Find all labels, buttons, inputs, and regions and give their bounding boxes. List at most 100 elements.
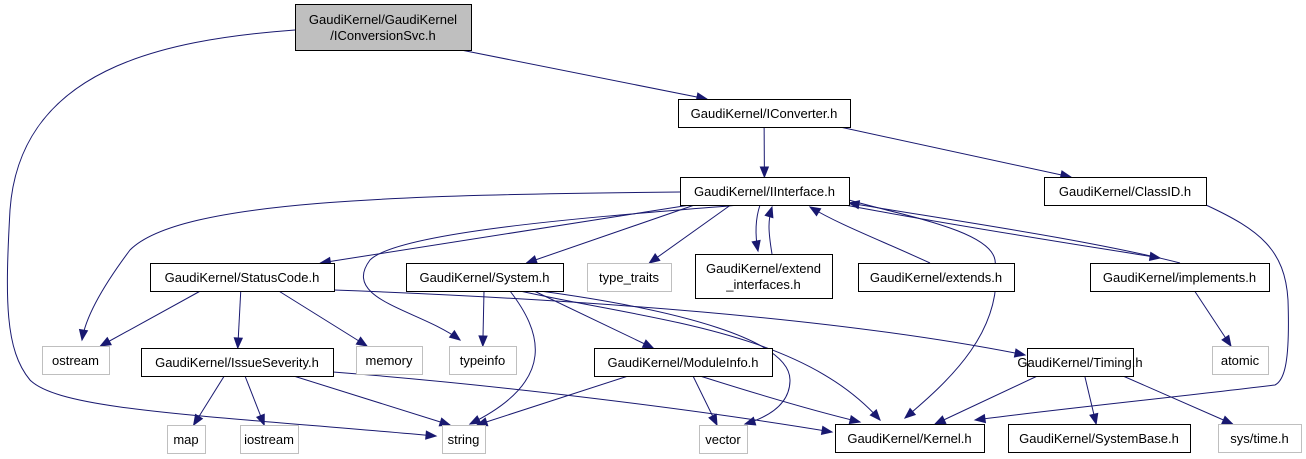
edge-iconversionsvc-to-iconverter bbox=[460, 49, 707, 100]
node-box bbox=[150, 263, 335, 292]
node-box bbox=[42, 346, 110, 375]
node-string: string bbox=[442, 425, 486, 454]
node-label: string bbox=[448, 432, 480, 447]
node-label: GaudiKernel/SystemBase.h bbox=[1019, 431, 1179, 446]
edge-statuscode-to-ostream-arrowhead bbox=[99, 336, 112, 347]
node-box bbox=[678, 99, 851, 128]
node-atomic: atomic bbox=[1212, 346, 1269, 375]
edge-timing-to-systembase-arrowhead bbox=[1089, 412, 1099, 426]
node-label: GaudiKernel/Timing.h bbox=[1017, 355, 1142, 370]
node-box bbox=[141, 348, 334, 377]
node-system[interactable]: GaudiKernel/System.h bbox=[406, 263, 564, 292]
edge-issueseverity-to-map-arrowhead bbox=[192, 413, 204, 427]
node-box bbox=[442, 425, 486, 454]
edge-implements-to-atomic bbox=[1194, 290, 1232, 347]
node-box bbox=[1027, 348, 1134, 377]
edge-implements-to-atomic-arrowhead bbox=[1221, 334, 1232, 348]
node-label: GaudiKernel/ModuleInfo.h bbox=[607, 355, 758, 370]
edge-iinterface-to-type_traits-arrowhead bbox=[648, 253, 661, 264]
edge-iconversionsvc-to-string bbox=[6, 29, 437, 437]
node-iinterface[interactable]: GaudiKernel/IInterface.h bbox=[680, 177, 850, 206]
node-iconverter[interactable]: GaudiKernel/IConverter.h bbox=[678, 99, 851, 128]
edge-extends-to-iinterface bbox=[809, 206, 931, 264]
node-timing[interactable]: GaudiKernel/Timing.h bbox=[1017, 348, 1143, 377]
edge-iinterface-to-ostream-arrowhead bbox=[78, 328, 89, 342]
node-iconversionsvc[interactable]: GaudiKernel/GaudiKernel/IConversionSvc.h bbox=[295, 4, 472, 51]
node-box bbox=[594, 348, 773, 377]
node-box bbox=[1008, 424, 1191, 453]
edge-issueseverity-to-iostream-arrowhead bbox=[255, 413, 265, 427]
node-label: memory bbox=[366, 353, 413, 368]
edge-iinterface-to-implements bbox=[844, 204, 1161, 259]
node-label: GaudiKernel/implements.h bbox=[1103, 270, 1256, 285]
edge-statuscode-to-memory bbox=[278, 290, 368, 347]
node-extends[interactable]: GaudiKernel/extends.h bbox=[858, 263, 1015, 292]
edge-iinterface-to-extend_interfaces-arrowhead bbox=[751, 239, 761, 253]
node-label: ostream bbox=[52, 353, 99, 368]
node-label: GaudiKernel/GaudiKernel bbox=[309, 12, 457, 27]
edge-moduleinfo-to-kernel bbox=[699, 375, 861, 423]
node-label: iostream bbox=[244, 432, 294, 447]
edge-timing-to-systime-arrowhead bbox=[1221, 415, 1234, 425]
node-kernel[interactable]: GaudiKernel/Kernel.h bbox=[835, 424, 985, 453]
node-memory: memory bbox=[356, 346, 423, 375]
node-label: GaudiKernel/IssueSeverity.h bbox=[155, 355, 319, 370]
edge-implements-to-iinterface-arrowhead bbox=[847, 200, 861, 210]
node-implements[interactable]: GaudiKernel/implements.h bbox=[1090, 263, 1270, 292]
node-box bbox=[240, 425, 299, 454]
edge-statuscode-to-memory-arrowhead bbox=[355, 336, 369, 347]
node-statuscode[interactable]: GaudiKernel/StatusCode.h bbox=[150, 263, 335, 292]
node-box bbox=[406, 263, 564, 292]
node-systembase[interactable]: GaudiKernel/SystemBase.h bbox=[1008, 424, 1191, 453]
node-extend_interfaces[interactable]: GaudiKernel/extend_interfaces.h bbox=[695, 254, 833, 299]
node-typeinfo: typeinfo bbox=[449, 346, 517, 375]
edge-iinterface-to-system bbox=[526, 204, 695, 264]
edge-moduleinfo-to-string bbox=[476, 375, 629, 426]
node-classid[interactable]: GaudiKernel/ClassID.h bbox=[1044, 177, 1207, 206]
node-label: GaudiKernel/IInterface.h bbox=[694, 184, 835, 199]
node-issueseverity[interactable]: GaudiKernel/IssueSeverity.h bbox=[141, 348, 334, 377]
edge-issueseverity-to-kernel bbox=[332, 371, 833, 433]
node-label: typeinfo bbox=[460, 353, 506, 368]
node-label: GaudiKernel/System.h bbox=[419, 270, 549, 285]
edge-iinterface-to-typeinfo-arrowhead bbox=[448, 329, 462, 341]
edge-statuscode-to-issueseverity-arrowhead bbox=[233, 337, 244, 350]
edge-issueseverity-to-string-arrowhead bbox=[438, 417, 452, 427]
node-box bbox=[1212, 346, 1269, 375]
nodes-layer: GaudiKernel/GaudiKernel/IConversionSvc.h… bbox=[42, 4, 1302, 454]
edge-moduleinfo-to-kernel-arrowhead bbox=[848, 414, 862, 425]
node-map: map bbox=[167, 425, 206, 454]
node-box bbox=[858, 263, 1015, 292]
edge-moduleinfo-to-vector-arrowhead bbox=[708, 413, 718, 427]
node-label: sys/time.h bbox=[1230, 431, 1289, 446]
edge-classid-to-kernel-arrowhead bbox=[973, 413, 987, 424]
edge-iinterface-to-typeinfo bbox=[362, 204, 741, 341]
node-box bbox=[295, 4, 472, 51]
node-box bbox=[1218, 424, 1302, 453]
edges-layer bbox=[6, 29, 1289, 440]
edge-iinterface-to-kernel bbox=[848, 199, 997, 419]
edge-system-to-string-arrowhead bbox=[468, 415, 482, 425]
edge-extends-to-iinterface-arrowhead bbox=[808, 206, 822, 217]
edge-statuscode-to-timing bbox=[333, 289, 1026, 356]
node-systime: sys/time.h bbox=[1218, 424, 1302, 453]
node-box bbox=[835, 424, 985, 453]
edge-classid-to-kernel bbox=[974, 204, 1289, 421]
node-box bbox=[449, 346, 517, 375]
node-moduleinfo[interactable]: GaudiKernel/ModuleInfo.h bbox=[594, 348, 773, 377]
edge-issueseverity-to-kernel-arrowhead bbox=[820, 425, 834, 435]
node-box bbox=[356, 346, 423, 375]
node-label: GaudiKernel/extend bbox=[706, 261, 821, 276]
node-type_traits: type_traits bbox=[587, 263, 672, 292]
edge-timing-to-systime bbox=[1122, 375, 1233, 425]
node-box bbox=[695, 254, 833, 299]
node-vector: vector bbox=[699, 425, 748, 454]
edge-iinterface-to-implements-arrowhead bbox=[1148, 251, 1162, 261]
node-label: atomic bbox=[1221, 353, 1260, 368]
edge-system-to-kernel bbox=[519, 290, 881, 421]
edge-implements-to-iinterface bbox=[848, 202, 1181, 264]
node-label: GaudiKernel/extends.h bbox=[870, 270, 1002, 285]
edge-system-to-moduleinfo bbox=[533, 290, 654, 349]
node-box bbox=[167, 425, 206, 454]
